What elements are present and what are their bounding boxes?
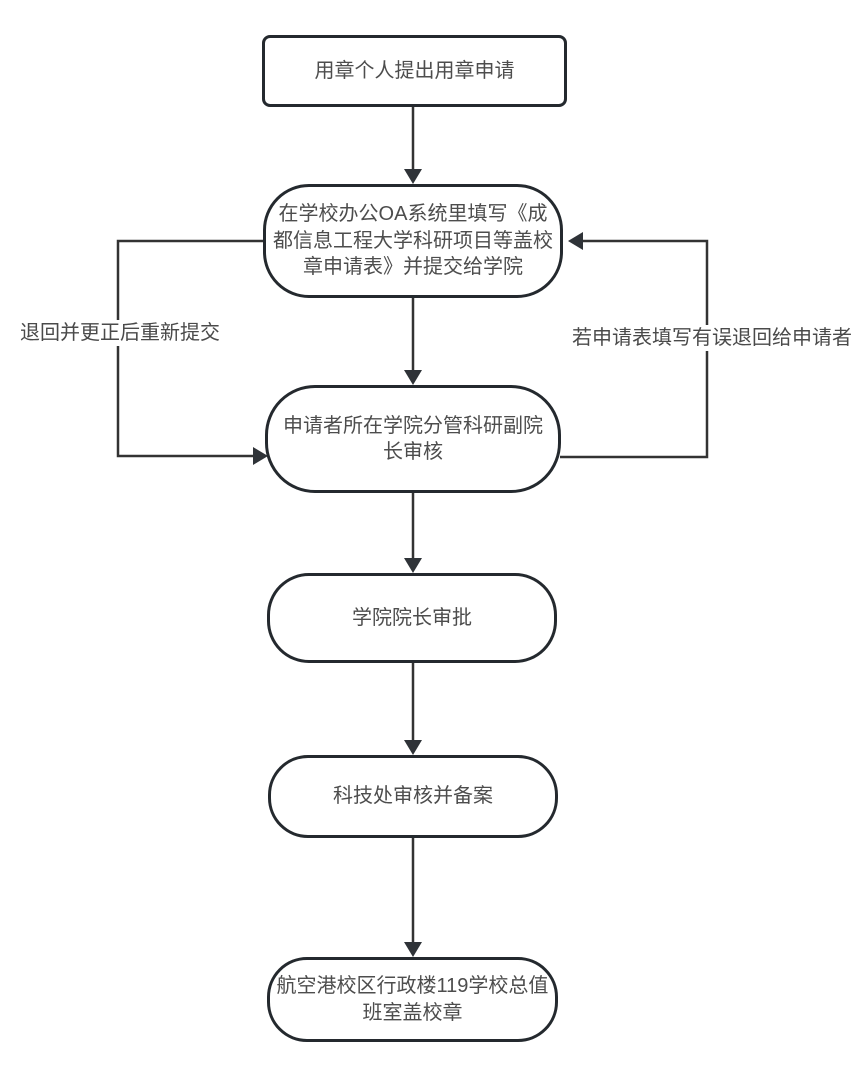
flow-node-vice-dean-review: 申请者所在学院分管科研副院 长审核 — [265, 385, 561, 493]
edge-label-return-if-error: 若申请表填写有误退回给申请者 — [570, 325, 854, 351]
arrowhead-down-4 — [404, 740, 422, 755]
flow-node-vice-dean-review-label: 申请者所在学院分管科研副院 长审核 — [283, 414, 543, 463]
flow-node-fill-form-label: 在学校办公OA系统里填写《成 都信息工程大学科研项目等盖校 章申请表》并提交给学… — [273, 203, 553, 279]
arrowhead-down-5 — [404, 942, 422, 957]
arrowhead-down-3 — [404, 558, 422, 573]
flow-node-dean-approval: 学院院长审批 — [267, 573, 557, 663]
flow-node-scitech-review-label: 科技处审核并备案 — [333, 785, 493, 808]
edge-label-resubmit: 退回并更正后重新提交 — [18, 320, 222, 346]
flow-node-fill-form: 在学校办公OA系统里填写《成 都信息工程大学科研项目等盖校 章申请表》并提交给学… — [263, 184, 563, 298]
flow-node-dean-approval-label: 学院院长审批 — [352, 606, 472, 629]
flow-node-scitech-review: 科技处审核并备案 — [268, 755, 558, 838]
flow-node-start-label: 用章个人提出用章申请 — [314, 59, 515, 82]
arrowhead-down-2 — [404, 370, 422, 385]
flow-node-start: 用章个人提出用章申请 — [262, 35, 567, 107]
arrowhead-left — [568, 232, 583, 250]
flow-node-stamp-office-label: 航空港校区行政楼119学校总值 班室盖校章 — [276, 975, 549, 1024]
arrowhead-down-1 — [404, 169, 422, 184]
edge-left-return-loop — [116, 239, 263, 458]
flow-node-stamp-office: 航空港校区行政楼119学校总值 班室盖校章 — [267, 957, 558, 1042]
arrowhead-right — [253, 447, 268, 465]
